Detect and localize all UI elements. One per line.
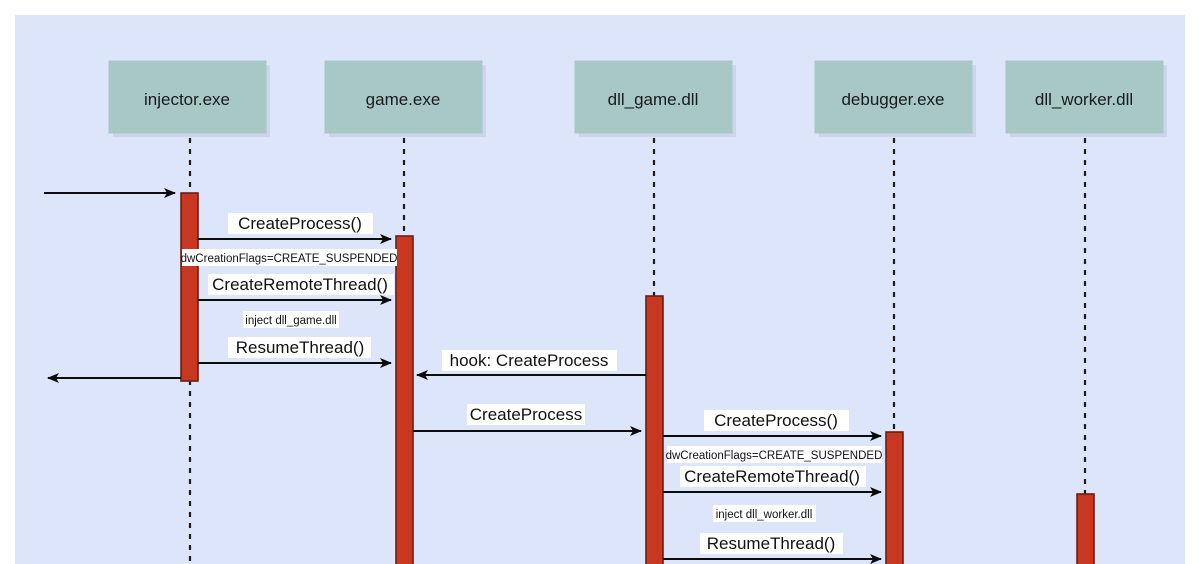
- messages-group: CreateProcess() dwCreationFlags=CREATE_S…: [44, 188, 883, 564]
- participant-game[interactable]: game.exe: [324, 60, 486, 137]
- message-label-bg: [228, 213, 373, 234]
- participant-debugger[interactable]: debugger.exe: [814, 60, 976, 137]
- message-label-createprocess-3: CreateProcess(): [714, 411, 838, 430]
- participants-group: injector.exe game.exe dll_game.dll debug…: [108, 60, 1167, 137]
- message-createremotethread-dllgame-debugger[interactable]: CreateRemoteThread(): [663, 466, 882, 497]
- note-inject-dll-game: inject dll_game.dll: [243, 311, 339, 328]
- message-hook-createprocess[interactable]: hook: CreateProcess: [416, 350, 646, 380]
- message-label-createprocess-2: CreateProcess: [470, 405, 582, 424]
- message-label-createremotethread: CreateRemoteThread(): [212, 275, 388, 294]
- activation-bar-dll-game[interactable]: [645, 295, 664, 564]
- participant-label-debugger: debugger.exe: [841, 90, 944, 109]
- message-label-bg: [442, 350, 617, 371]
- participant-box: [324, 60, 483, 134]
- message-label-bg: [228, 337, 371, 358]
- activation-bar-injector[interactable]: [180, 192, 199, 382]
- note-inject-dll-worker: inject dll_worker.dll: [713, 505, 816, 522]
- message-label-createremotethread-2: CreateRemoteThread(): [684, 467, 860, 486]
- message-resumethread-injector-game[interactable]: ResumeThread(): [198, 337, 392, 368]
- activation-bar-dll-worker[interactable]: [1076, 493, 1095, 564]
- message-label-hook-createprocess: hook: CreateProcess: [450, 351, 609, 370]
- message-label-bg: [680, 466, 866, 487]
- participant-box: [814, 60, 973, 134]
- participant-injector[interactable]: injector.exe: [108, 60, 270, 137]
- message-createprocess-injector-game[interactable]: CreateProcess(): [198, 213, 392, 244]
- note-bg: [667, 446, 882, 463]
- activations-group: [180, 192, 1095, 564]
- message-label-bg: [208, 274, 394, 295]
- note-dwcreationflags-2: dwCreationFlags=CREATE_SUSPENDED: [666, 446, 883, 463]
- note-bg: [713, 505, 816, 522]
- activation-bar-debugger[interactable]: [885, 431, 904, 564]
- activation-bar-game[interactable]: [395, 235, 414, 564]
- participant-dll-game[interactable]: dll_game.dll: [574, 60, 736, 137]
- message-createprocess-dllgame-debugger[interactable]: CreateProcess(): [663, 410, 882, 441]
- note-dwcreationflags-1: dwCreationFlags=CREATE_SUSPENDED: [181, 249, 398, 266]
- message-resumethread-dllgame-debugger[interactable]: ResumeThread(): [663, 533, 882, 564]
- message-label-resumethread-2: ResumeThread(): [707, 534, 836, 553]
- participant-box: [1005, 60, 1164, 134]
- note-text: inject dll_game.dll: [245, 315, 336, 327]
- message-createprocess-game-dllgame[interactable]: CreateProcess: [413, 404, 642, 436]
- participant-label-game: game.exe: [366, 90, 441, 109]
- participant-label-injector: injector.exe: [144, 90, 230, 109]
- message-label-createprocess: CreateProcess(): [238, 214, 362, 233]
- note-bg: [243, 311, 339, 328]
- participant-dll-worker[interactable]: dll_worker.dll: [1005, 60, 1167, 137]
- note-text: inject dll_worker.dll: [716, 509, 813, 521]
- message-label-resumethread: ResumeThread(): [236, 338, 365, 357]
- message-label-bg: [704, 410, 849, 431]
- note-text: dwCreationFlags=CREATE_SUSPENDED: [666, 450, 883, 462]
- participant-box: [108, 60, 267, 134]
- message-label-bg: [700, 533, 843, 554]
- message-label-bg: [467, 404, 585, 425]
- note-bg: [182, 249, 397, 266]
- message-createremotethread-injector-game[interactable]: CreateRemoteThread(): [198, 274, 394, 305]
- participant-label-dll-game: dll_game.dll: [608, 90, 699, 109]
- participant-label-dll-worker: dll_worker.dll: [1035, 90, 1133, 109]
- note-text: dwCreationFlags=CREATE_SUSPENDED: [181, 253, 398, 265]
- participant-box: [574, 60, 733, 134]
